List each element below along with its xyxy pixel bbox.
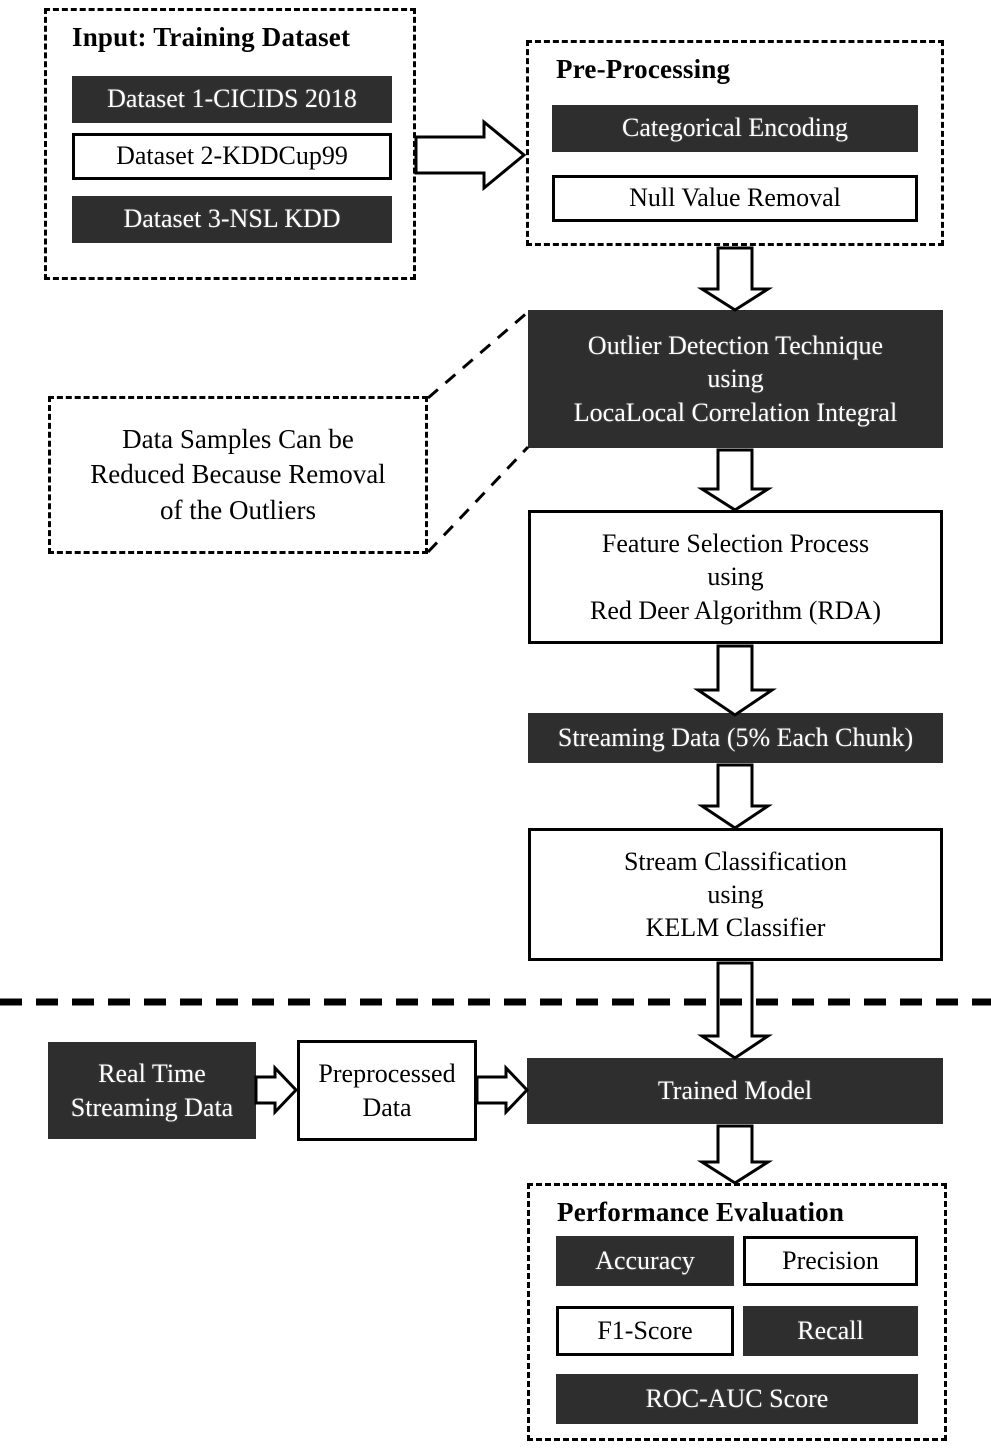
arrow-stream-classification-to-trained-model <box>697 961 773 1060</box>
metric-accuracy-box[interactable]: Accuracy <box>556 1236 734 1286</box>
callout-leader-bottom <box>426 445 530 554</box>
realtime-line-2: Streaming Data <box>70 1092 234 1122</box>
arrow-realtime-to-preprocessed <box>254 1064 299 1116</box>
stream-line-3: KELM Classifier <box>645 913 826 943</box>
arrow-streaming-to-stream-classification <box>697 763 773 830</box>
preprocessed-line-1: Preprocessed <box>318 1059 456 1089</box>
streaming-data-node[interactable]: Streaming Data (5% Each Chunk) <box>528 713 943 763</box>
null-value-removal-box[interactable]: Null Value Removal <box>552 175 918 222</box>
realtime-line-1: Real Time <box>98 1059 206 1089</box>
metric-recall-box[interactable]: Recall <box>743 1306 918 1356</box>
preprocessing-group-title: Pre-Processing <box>556 54 731 84</box>
feature-line-1: Feature Selection Process <box>601 529 870 559</box>
callout-line-2: Reduced Because Removal <box>90 459 386 490</box>
callout-line-3: of the Outliers <box>160 494 316 525</box>
arrow-outlier-to-feature-selection <box>696 448 774 512</box>
categorical-encoding-box[interactable]: Categorical Encoding <box>552 105 918 152</box>
trained-model-node[interactable]: Trained Model <box>527 1058 943 1124</box>
outlier-line-3: LocaLocal Correlation Integral <box>573 397 898 427</box>
arrow-feature-selection-to-streaming <box>693 644 777 717</box>
outlier-callout-box: Data Samples Can be Reduced Because Remo… <box>48 396 428 554</box>
feature-line-3: Red Deer Algorithm (RDA) <box>589 595 881 625</box>
dataset-3-box[interactable]: Dataset 3-NSL KDD <box>72 196 392 243</box>
stream-line-1: Stream Classification <box>623 846 848 876</box>
real-time-streaming-data-node[interactable]: Real Time Streaming Data <box>48 1042 256 1139</box>
input-group-title: Input: Training Dataset <box>72 22 351 52</box>
arrow-input-to-preprocessing <box>414 118 527 192</box>
outlier-detection-node[interactable]: Outlier Detection Technique using LocaLo… <box>528 310 943 448</box>
feature-line-2: using <box>707 562 764 592</box>
preprocessed-data-node[interactable]: Preprocessed Data <box>297 1040 477 1141</box>
stream-classification-node[interactable]: Stream Classification using KELM Classif… <box>528 828 943 961</box>
performance-group-title: Performance Evaluation <box>557 1197 845 1227</box>
arrow-preprocessing-to-outlier <box>696 246 774 312</box>
callout-line-1: Data Samples Can be <box>122 423 354 454</box>
feature-selection-node[interactable]: Feature Selection Process using Red Deer… <box>528 510 943 644</box>
outlier-line-2: using <box>707 364 764 394</box>
dataset-1-box[interactable]: Dataset 1-CICIDS 2018 <box>72 76 392 123</box>
dataset-2-box[interactable]: Dataset 2-KDDCup99 <box>72 133 392 180</box>
outlier-line-1: Outlier Detection Technique <box>587 331 884 361</box>
arrow-trained-model-to-performance <box>696 1124 774 1185</box>
preprocessed-line-2: Data <box>362 1092 412 1122</box>
metric-f1-score-box[interactable]: F1-Score <box>556 1306 734 1356</box>
metric-roc-auc-box[interactable]: ROC-AUC Score <box>556 1374 918 1424</box>
callout-leader-top <box>427 310 529 400</box>
arrow-preprocessed-to-trained-model <box>475 1064 530 1116</box>
metric-precision-box[interactable]: Precision <box>743 1236 918 1286</box>
stream-line-2: using <box>707 879 764 909</box>
